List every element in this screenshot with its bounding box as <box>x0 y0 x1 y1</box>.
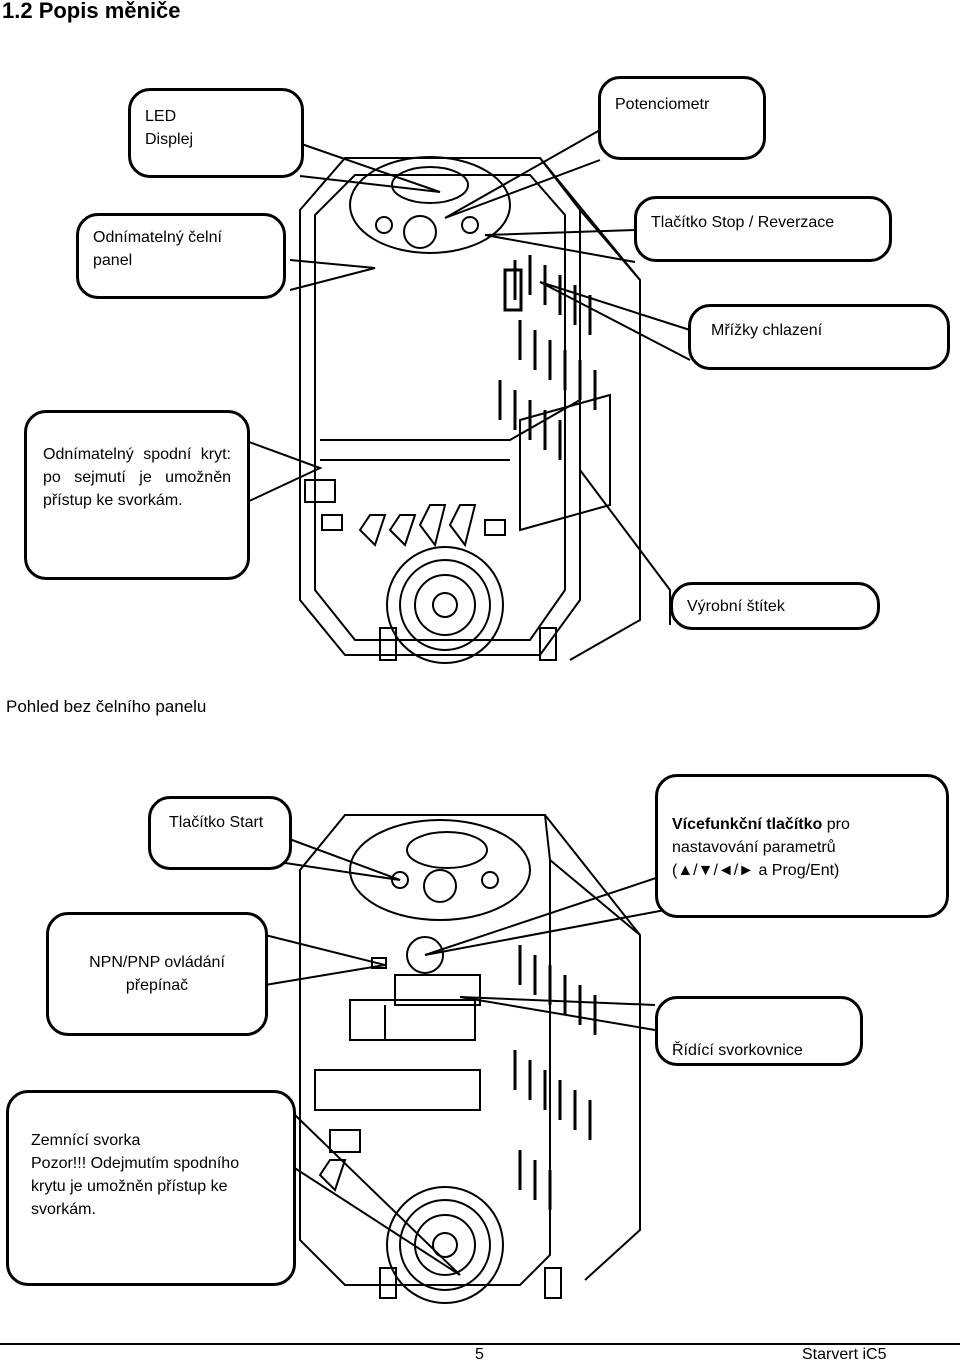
ground-line2: Pozor!!! Odejmutím spodního <box>31 1155 240 1172</box>
callout-stop-reverse-button: Tlačítko Stop / Reverzace <box>634 196 892 262</box>
subtitle-without-front-panel: Pohled bez čelního panelu <box>6 697 207 716</box>
drive-top-view <box>299 156 641 664</box>
control-terminal-label: Řídící svorkovnice <box>672 1042 803 1059</box>
ground-line1: Zemnící svorka <box>31 1132 141 1149</box>
potentiometer-label: Potenciometr <box>615 96 710 113</box>
multifunction-line1: Vícefunkční tlačítko pro <box>672 813 932 836</box>
callout-cooling-grilles: Mřížky chlazení <box>688 304 950 370</box>
callout-multifunction-button: Vícefunkční tlačítko pro nastavování par… <box>655 774 949 918</box>
start-button-label: Tlačítko Start <box>169 814 264 831</box>
multifunction-line2: nastavování parametrů <box>672 839 836 856</box>
display-label: Displej <box>145 131 194 148</box>
callout-ground-terminal: Zemnící svorka Pozor!!! Odejmutím spodní… <box>6 1090 296 1286</box>
callout-npn-pnp-switch: NPN/PNP ovládání přepínač <box>46 912 268 1036</box>
ground-line3: krytu je umožněn přístup ke <box>31 1178 228 1195</box>
callout-potentiometer: Potenciometr <box>598 76 766 160</box>
multifunction-rest: pro <box>826 816 850 833</box>
front-panel-line2: panel <box>93 252 133 269</box>
cooling-grilles-label: Mřížky chlazení <box>711 322 823 339</box>
product-name: Starvert iC5 <box>802 1346 887 1363</box>
page-number: 5 <box>475 1346 484 1363</box>
ground-line4: svorkám. <box>31 1201 96 1218</box>
led-label: LED <box>145 108 177 125</box>
drive-front-panel-removed <box>299 814 641 1304</box>
footer-divider <box>0 1343 960 1345</box>
callout-bottom-cover: Odnímatelný spodní kryt: po sejmutí je u… <box>24 410 250 580</box>
callout-nameplate: Výrobní štítek <box>670 582 880 630</box>
bottom-cover-label: Odnímatelný spodní kryt: po sejmutí je u… <box>43 446 231 509</box>
callout-detachable-front-panel: Odnímatelný čelní panel <box>76 213 286 299</box>
callout-led-display: LED Displej <box>128 88 304 178</box>
section-title: 1.2 Popis měniče <box>2 0 181 23</box>
npn-pnp-line1: NPN/PNP ovládání <box>89 954 225 971</box>
front-panel-line1: Odnímatelný čelní <box>93 229 222 246</box>
leader-lines <box>229 129 691 1276</box>
callout-control-terminal: Řídící svorkovnice <box>655 996 863 1066</box>
multifunction-line3: (▲/▼/◄/► a Prog/Ent) <box>672 862 840 879</box>
multifunction-bold: Vícefunkční tlačítko <box>672 816 823 833</box>
stop-reverse-label: Tlačítko Stop / Reverzace <box>651 214 835 231</box>
npn-pnp-line2: přepínač <box>125 977 189 994</box>
callout-start-button: Tlačítko Start <box>148 796 292 870</box>
nameplate-label: Výrobní štítek <box>687 598 785 615</box>
